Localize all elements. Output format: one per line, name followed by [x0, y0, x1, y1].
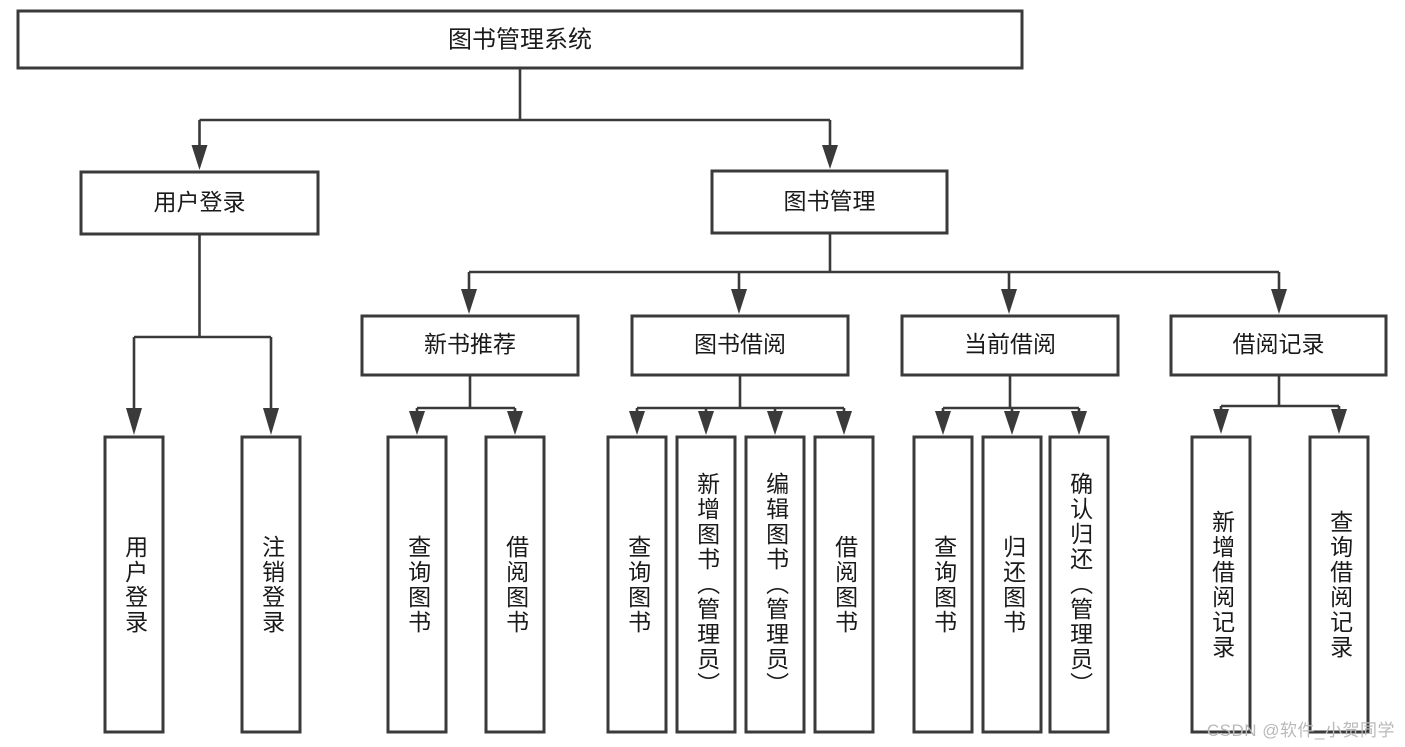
leaf-label-query-book-borrow: 查询图书 [624, 534, 651, 635]
leaf-box-edit-book[interactable] [744, 435, 806, 734]
node-root[interactable]: 图书管理系统 [16, 9, 1024, 70]
node-new-book-recommend-label: 新书推荐 [424, 331, 516, 357]
leaf-label-borrow-book: 借阅图书 [831, 534, 858, 635]
arrowhead-leaf-logout [263, 408, 279, 435]
arrowhead-book-manage [822, 145, 838, 169]
leaf-box-logout[interactable] [240, 435, 302, 734]
leaf-label-borrow-book-rec: 借阅图书 [502, 534, 529, 635]
arrowhead-borrow-record [1271, 289, 1287, 314]
leaf-box-layer [103, 435, 1370, 734]
arrowhead-leaf-query-book-borrow [629, 411, 645, 435]
leaf-box-borrow-book-rec[interactable] [484, 435, 546, 734]
arrowhead-user-login [191, 145, 208, 170]
node-book-borrow-label: 图书借阅 [694, 331, 786, 357]
leaf-box-add-record[interactable] [1190, 435, 1252, 734]
arrowhead-leaf-query-book-cur [935, 411, 951, 435]
node-borrow-record-box[interactable] [1169, 314, 1388, 377]
node-current-borrow-label: 当前借阅 [964, 331, 1056, 357]
node-borrow-record-label: 借阅记录 [1233, 331, 1325, 357]
connector-layer [126, 68, 1347, 435]
leaf-box-return-book[interactable] [981, 435, 1043, 734]
node-root-box[interactable] [16, 9, 1024, 70]
node-new-book-recommend-box[interactable] [360, 314, 580, 377]
arrowhead-leaf-add-record [1213, 409, 1229, 434]
node-book-borrow[interactable]: 图书借阅 [630, 314, 850, 377]
node-book-manage-box[interactable] [710, 169, 949, 235]
arrowhead-book-borrow [731, 289, 747, 314]
csdn-watermark: CSDN @软件_小贺同学 [1206, 721, 1395, 740]
arrowhead-leaf-query-book-rec [409, 411, 425, 435]
leaf-label-edit-book: 编辑图书（管理员） [762, 472, 789, 697]
leaf-box-query-book-rec[interactable] [386, 435, 448, 734]
arrowhead-leaf-return-book [1004, 411, 1020, 435]
node-borrow-record[interactable]: 借阅记录 [1169, 314, 1388, 377]
node-book-manage[interactable]: 图书管理 [710, 169, 949, 235]
leaf-box-user-login[interactable] [103, 435, 165, 734]
node-user-login-box[interactable] [79, 170, 320, 236]
leaf-label-add-book: 新增图书（管理员） [693, 472, 720, 697]
node-user-login-label: 用户登录 [154, 189, 246, 215]
leaf-label-logout: 注销登录 [258, 534, 285, 635]
node-current-borrow[interactable]: 当前借阅 [900, 314, 1120, 377]
leaf-box-query-record[interactable] [1308, 435, 1370, 734]
leaf-label-query-book-rec: 查询图书 [404, 534, 431, 635]
leaf-label-confirm-return: 确认归还（管理员） [1066, 472, 1093, 697]
leaf-box-query-book-borrow[interactable] [606, 435, 668, 734]
leaf-box-confirm-return[interactable] [1048, 435, 1110, 734]
node-current-borrow-box[interactable] [900, 314, 1120, 377]
leaf-box-query-book-cur[interactable] [912, 435, 974, 734]
leaf-label-query-record: 查询借阅记录 [1326, 509, 1353, 660]
node-root-label: 图书管理系统 [448, 26, 592, 53]
arrowhead-leaf-add-book [698, 411, 714, 435]
arrowhead-new-book-recommend [461, 289, 477, 314]
leaf-label-add-record: 新增借阅记录 [1208, 509, 1235, 660]
arrowhead-current-borrow [1001, 289, 1017, 314]
arrowhead-leaf-edit-book [767, 411, 783, 435]
node-book-manage-label: 图书管理 [784, 188, 876, 214]
leaf-label-return-book: 归还图书 [999, 534, 1026, 635]
node-book-borrow-box[interactable] [630, 314, 850, 377]
leaf-label-query-book-cur: 查询图书 [930, 534, 957, 635]
leaf-box-borrow-book[interactable] [813, 435, 875, 734]
leaf-label-user-login: 用户登录 [121, 534, 148, 635]
arrowhead-leaf-borrow-book-rec [507, 411, 523, 435]
arrowhead-leaf-query-record [1331, 409, 1347, 434]
arrowhead-leaf-user-login [126, 408, 142, 435]
node-new-book-recommend[interactable]: 新书推荐 [360, 314, 580, 377]
arrowhead-leaf-borrow-book [836, 411, 852, 435]
node-user-login[interactable]: 用户登录 [79, 170, 320, 236]
leaf-box-add-book[interactable] [675, 435, 737, 734]
arrowhead-leaf-confirm-return [1071, 411, 1087, 435]
